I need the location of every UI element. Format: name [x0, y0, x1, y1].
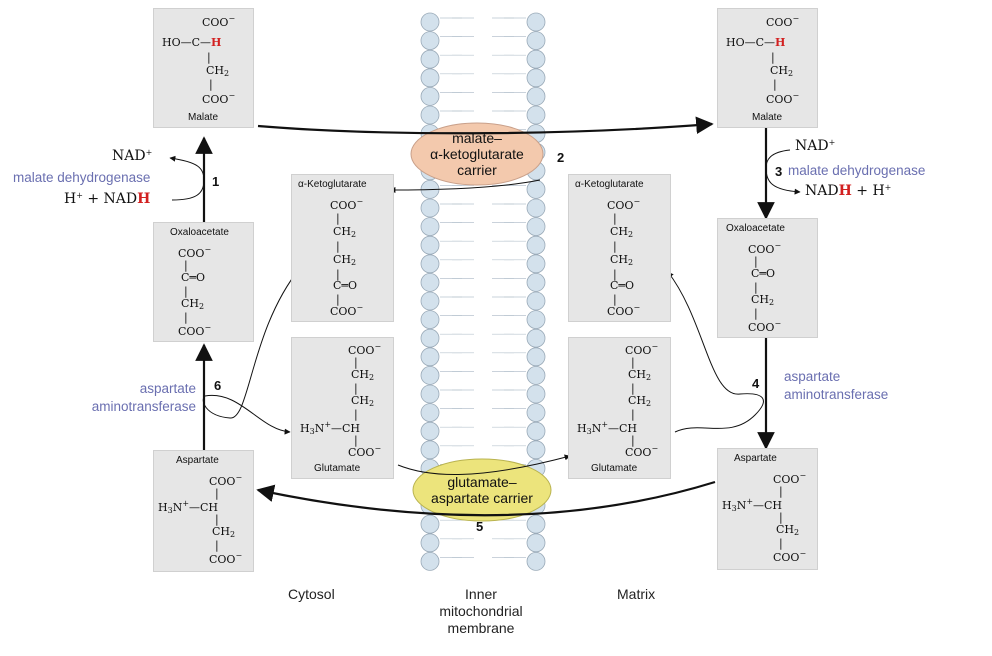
molecule-name: Aspartate	[734, 453, 777, 464]
malate-transport-arrow	[257, 116, 714, 135]
molecule-name: Oxaloacetate	[726, 223, 785, 234]
step-number-1: 1	[212, 174, 220, 189]
lipid-head	[526, 514, 546, 534]
lipid-head	[526, 403, 546, 423]
lipid-head	[420, 310, 440, 330]
step-number-5: 5	[476, 519, 484, 534]
lipid-head	[526, 347, 546, 367]
lipid-head	[420, 31, 440, 50]
lipid-head	[526, 49, 546, 69]
glutamate-transport-arrow	[397, 454, 571, 475]
matrix-label: Matrix	[617, 586, 656, 602]
enzyme-malate-dehydrogenase-matrix: malate dehydrogenase	[788, 163, 926, 178]
malate-akg-carrier-label: malate– α-ketoglutarate carrier	[430, 130, 524, 178]
lipid-head	[420, 533, 440, 553]
aspartate-box-matrix: Aspartate COO− | H3N+—CH | CH2 | COO−	[717, 448, 818, 570]
lipid-head	[526, 440, 546, 460]
nad-plus-matrix: NAD+	[795, 138, 836, 154]
step-number-3: 3	[775, 164, 783, 179]
lipid-head	[526, 291, 546, 311]
lipid-head	[526, 12, 546, 32]
lipid-head	[526, 328, 546, 348]
enzyme-aspartate-aminotransferase-cytosol: aspartate aminotransferase	[91, 381, 196, 414]
lipid-head	[526, 235, 546, 255]
lipid-head	[526, 552, 546, 571]
malate-box-matrix: COO− HO—C—H | CH2 | COO− Malate	[717, 8, 818, 128]
akg-box-cytosol: α-Ketoglutarate COO− | CH2 | CH2 | C═O |…	[291, 174, 394, 322]
transamination-curve-cyt	[202, 267, 301, 435]
lipid-head	[420, 254, 440, 274]
lipid-head	[420, 235, 440, 255]
glu-asp-carrier-label: glutamate– aspartate carrier	[431, 474, 533, 506]
step-number-4: 4	[752, 376, 760, 391]
lipid-head	[526, 217, 546, 237]
akg-box-matrix: α-Ketoglutarate COO− | CH2 | CH2 | C═O |…	[568, 174, 671, 322]
lipid-head	[420, 291, 440, 311]
malate-box-cytosol: COO− HO—C—H | CH2 | COO− Malate	[153, 8, 254, 128]
lipid-head	[420, 105, 440, 125]
lipid-head	[526, 31, 546, 50]
glutamate-box-matrix: COO− | CH2 | CH2 | H3N+—CH | COO− Glutam…	[568, 337, 671, 479]
lipid-head	[526, 254, 546, 274]
lipid-head	[420, 552, 440, 571]
lipid-head	[526, 179, 546, 199]
malate-akg-carrier-shape	[410, 122, 544, 186]
lipid-head	[526, 365, 546, 385]
lipid-head	[420, 440, 440, 460]
lipid-head	[420, 421, 440, 441]
lipid-head	[526, 68, 546, 88]
cytosol-label: Cytosol	[288, 586, 335, 602]
molecule-name: α-Ketoglutarate	[575, 179, 644, 190]
enzyme-aspartate-aminotransferase-matrix: aspartate aminotransferase	[784, 369, 889, 402]
molecule-name: α-Ketoglutarate	[298, 179, 367, 190]
glutamate-box-cytosol: COO− | CH2 | CH2 | H3N+—CH | COO− Glutam…	[291, 337, 394, 479]
lipid-head	[526, 272, 546, 292]
step-number-6: 6	[214, 378, 222, 393]
lipid-head	[420, 12, 440, 32]
step-number-2: 2	[557, 150, 565, 165]
lipid-head	[526, 198, 546, 218]
nad-plus-cytosol: NAD+	[112, 148, 153, 164]
akg-transport-arrow	[389, 179, 541, 193]
lipid-head	[526, 533, 546, 553]
nad-curve-mat	[765, 149, 801, 195]
lipid-head	[420, 347, 440, 367]
lipid-head	[420, 365, 440, 385]
lipid-head	[420, 87, 440, 106]
lipid-head	[420, 217, 440, 237]
lipid-head	[526, 87, 546, 106]
lipid-head	[526, 384, 546, 404]
oxaloacetate-box-matrix: Oxaloacetate COO− | C═O | CH2 | COO−	[717, 218, 818, 338]
lipid-head	[420, 328, 440, 348]
lipid-head	[420, 68, 440, 88]
nadh-matrix: NADH + H+	[805, 183, 892, 199]
lipid-head	[526, 421, 546, 441]
molecule-name: Aspartate	[176, 455, 219, 466]
lipid-head	[420, 198, 440, 218]
nadh-cytosol: H+ + NADH	[64, 191, 151, 207]
lipid-head	[526, 105, 546, 125]
lipid-head	[420, 403, 440, 423]
molecule-name: Malate	[752, 112, 783, 123]
lipid-head	[420, 514, 440, 534]
lipid-head	[526, 310, 546, 330]
transamination-curve-mat	[667, 271, 764, 433]
lipid-head	[420, 272, 440, 292]
oxaloacetate-box-cytosol: Oxaloacetate COO− | C═O | CH2 | COO−	[153, 222, 254, 342]
lipid-head	[420, 49, 440, 69]
molecule-name: Oxaloacetate	[170, 227, 229, 238]
aspartate-transport-arrow	[256, 480, 716, 517]
aspartate-box-cytosol: Aspartate COO− | H3N+—CH | CH2 | COO−	[153, 450, 254, 572]
enzyme-malate-dehydrogenase-cytosol: malate dehydrogenase	[13, 170, 151, 185]
molecule-name: Glutamate	[591, 463, 638, 474]
lipid-head	[420, 384, 440, 404]
membrane-label: Inner mitochondrial membrane	[439, 586, 523, 636]
molecule-name: Glutamate	[314, 463, 361, 474]
nad-curve-cyt	[169, 155, 205, 201]
molecule-name: Malate	[188, 112, 219, 123]
